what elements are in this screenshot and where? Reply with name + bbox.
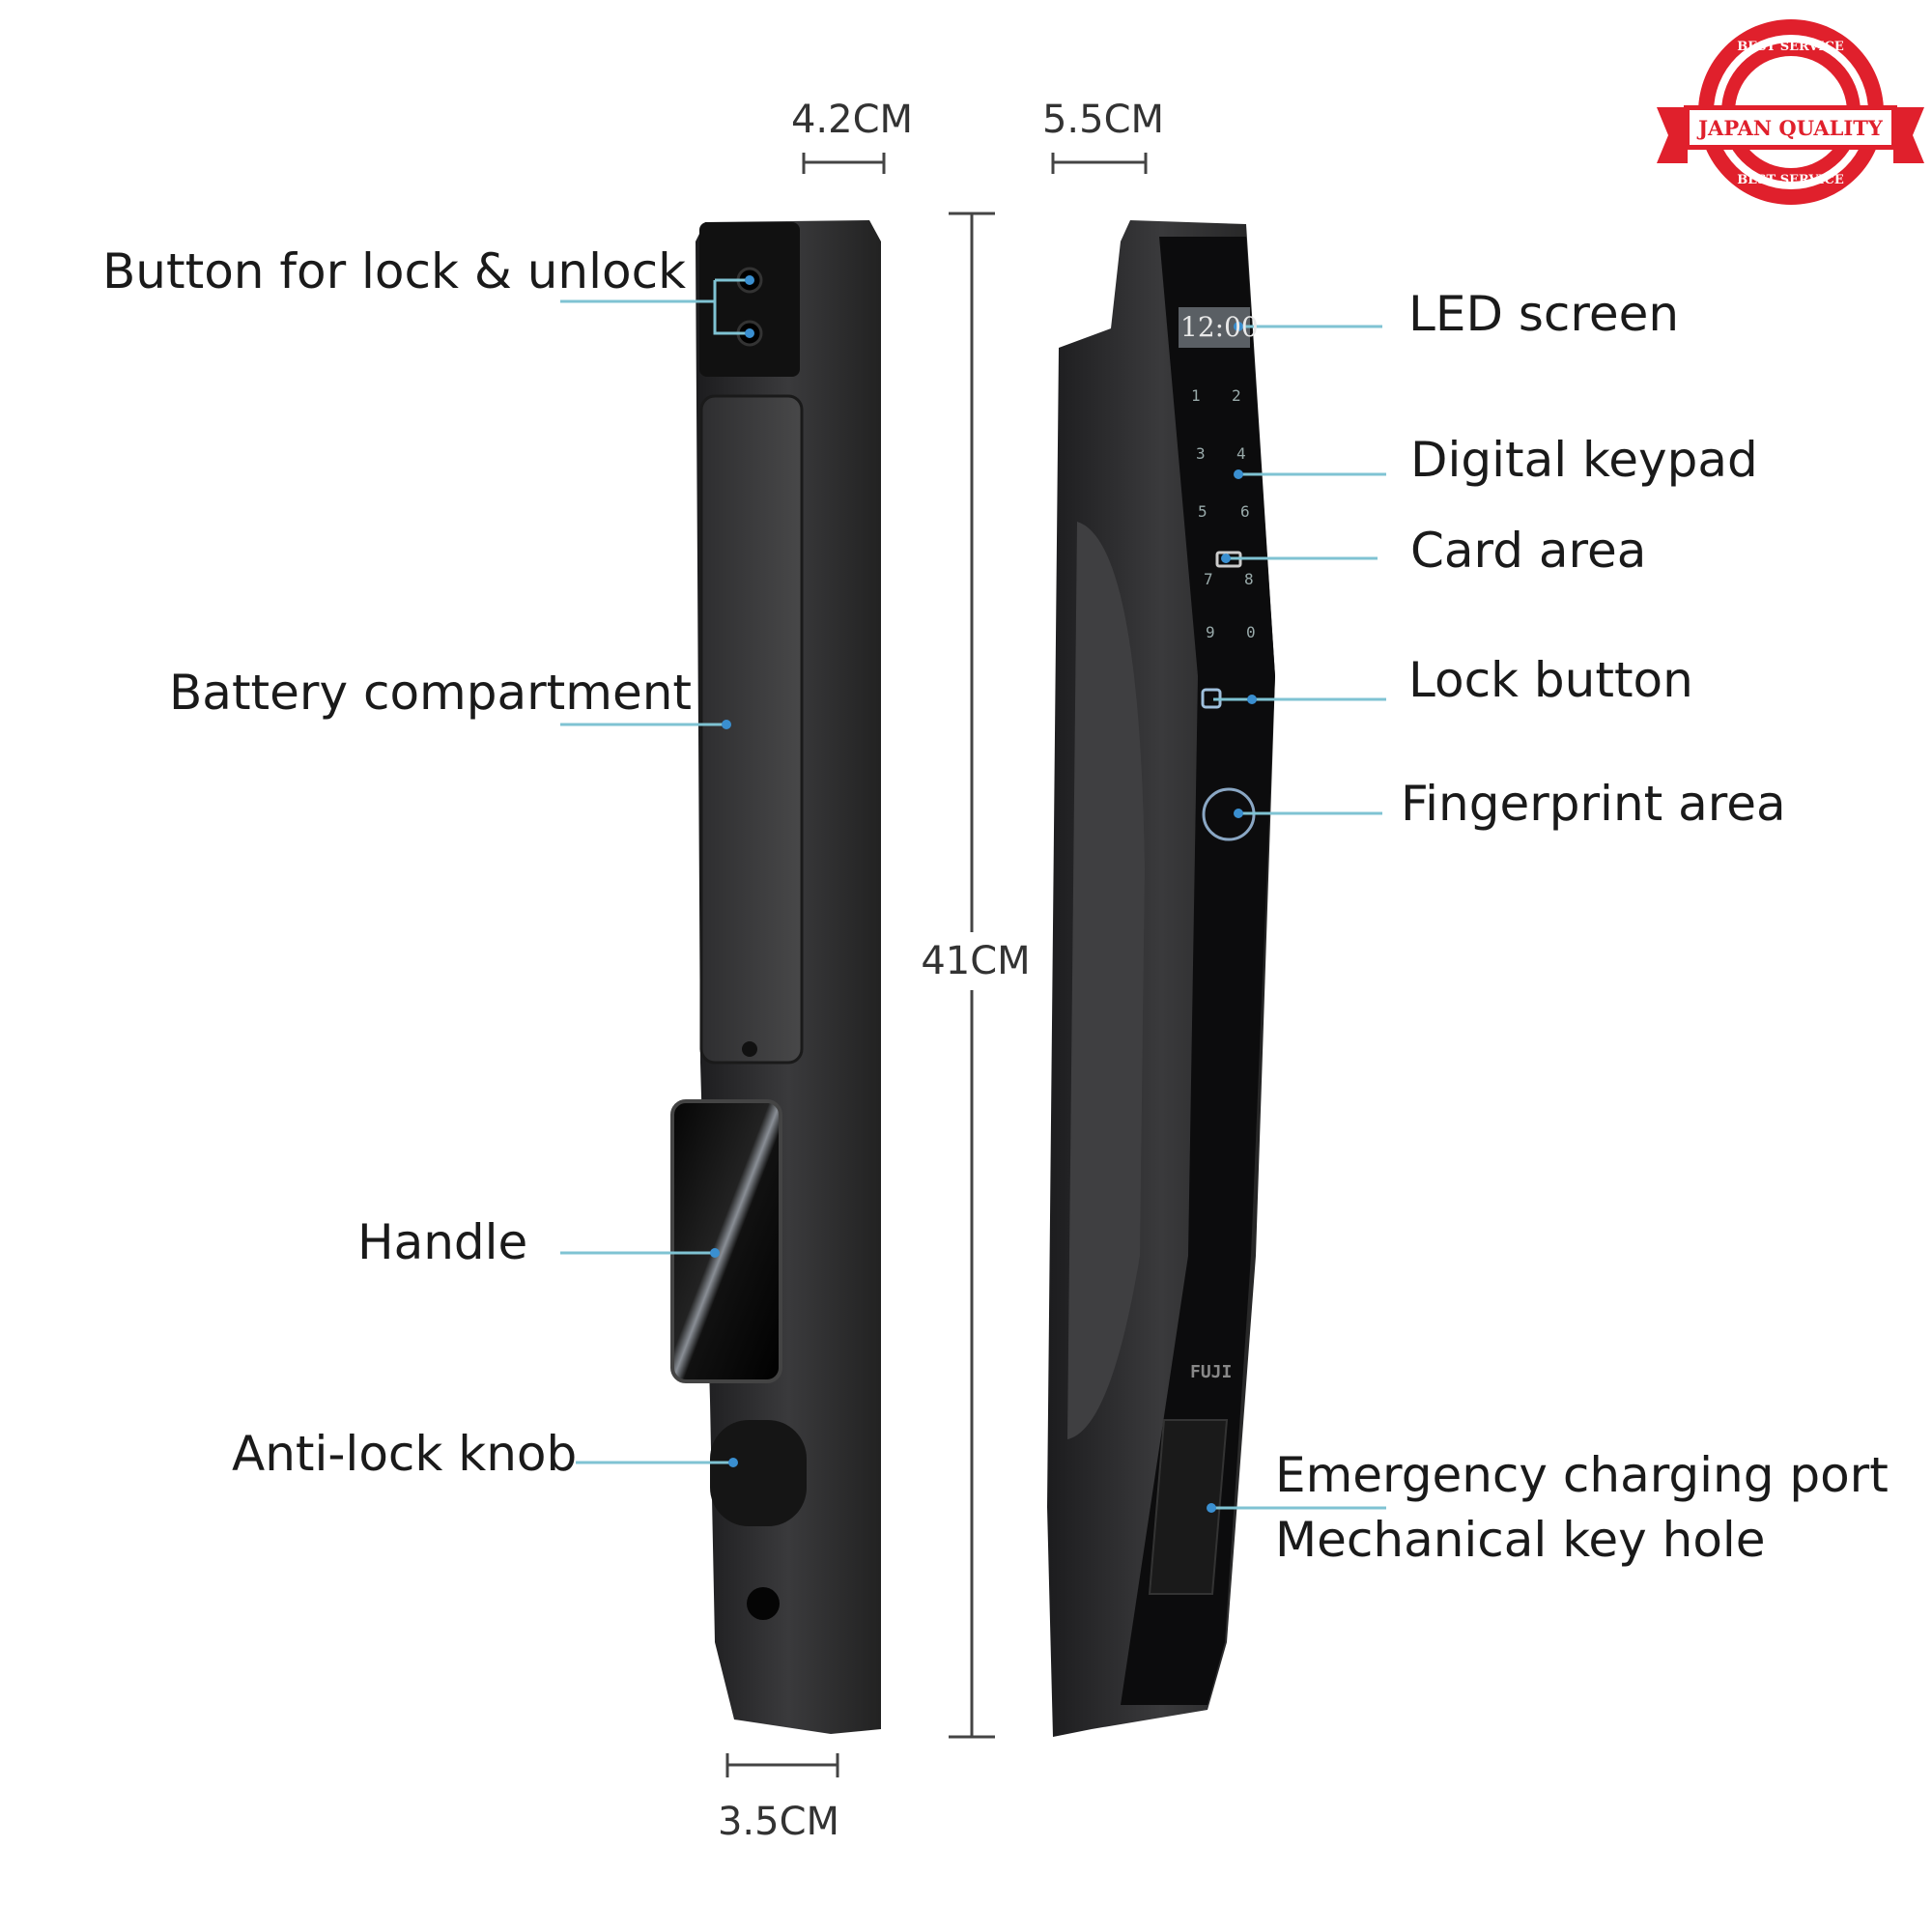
- key-7[interactable]: 7: [1204, 570, 1213, 588]
- dimension-bracket-top-left: [802, 153, 886, 174]
- label-battery-compartment: Battery compartment: [169, 665, 693, 721]
- badge-title: JAPAN QUALITY: [1698, 116, 1883, 140]
- label-emergency-charging-port: Emergency charging port: [1275, 1447, 1889, 1503]
- label-card-area: Card area: [1410, 523, 1647, 579]
- key-4[interactable]: 4: [1236, 444, 1246, 463]
- dimension-bracket-top-right: [1051, 153, 1148, 174]
- dimension-top-left: 4.2CM: [790, 98, 914, 142]
- leader-dots: [710, 275, 1257, 1513]
- dimension-bracket-bottom: [725, 1753, 839, 1777]
- key-3[interactable]: 3: [1196, 444, 1206, 463]
- label-lock-button: Lock button: [1408, 652, 1693, 708]
- label-digital-keypad: Digital keypad: [1410, 432, 1758, 488]
- key-0[interactable]: 0: [1246, 623, 1256, 641]
- key-2[interactable]: 2: [1232, 386, 1241, 405]
- led-screen-time: 12:00: [1180, 311, 1259, 343]
- label-fingerprint-area: Fingerprint area: [1401, 776, 1786, 832]
- badge-top-text: BEST SERVICE: [1737, 40, 1844, 54]
- key-1[interactable]: 1: [1191, 386, 1201, 405]
- leader-lines: [560, 278, 1386, 1510]
- label-handle: Handle: [357, 1214, 528, 1270]
- key-6[interactable]: 6: [1240, 502, 1250, 521]
- label-button-lock-unlock: Button for lock & unlock: [102, 243, 687, 299]
- key-9[interactable]: 9: [1206, 623, 1215, 641]
- dimension-bracket-height: [949, 212, 995, 1739]
- label-mechanical-key-hole: Mechanical key hole: [1275, 1512, 1766, 1568]
- brand-logo: FUJI: [1190, 1362, 1233, 1382]
- key-8[interactable]: 8: [1244, 570, 1254, 588]
- label-anti-lock-knob: Anti-lock knob: [232, 1426, 578, 1482]
- outer-lock-body: [1047, 220, 1275, 1737]
- badge-bottom-text: BEST SERVICE: [1737, 173, 1844, 187]
- key-5[interactable]: 5: [1198, 502, 1208, 521]
- dimension-top-right: 5.5CM: [1041, 98, 1165, 142]
- label-led-screen: LED screen: [1408, 286, 1680, 342]
- inner-lock-body: [670, 220, 881, 1734]
- japan-quality-badge: BEST SERVICE JAPAN QUALITY BEST SERVICE: [1649, 18, 1932, 212]
- dimension-bottom: 3.5CM: [717, 1800, 840, 1844]
- dimension-height: 41CM: [921, 939, 1031, 983]
